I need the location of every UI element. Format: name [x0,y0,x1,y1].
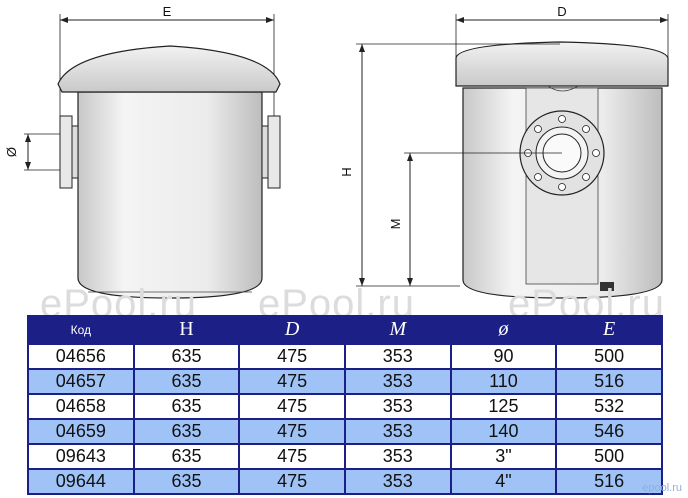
table-header-row: Код H D M ø E [27,315,663,345]
table-row: 09644 635 475 353 4" 516 [27,468,663,495]
dimension-e-label: E [163,4,172,19]
cell-d: 475 [238,443,346,470]
cell-h: 635 [132,368,241,395]
cell-diameter: 3" [449,443,558,470]
cell-m: 353 [343,468,452,495]
dimension-h-label: H [339,167,354,176]
cell-m: 353 [343,343,452,370]
cell-code: 04659 [27,418,135,445]
column-header-e: E [555,315,663,345]
cell-d: 475 [238,418,346,445]
cell-h: 635 [132,443,241,470]
cell-d: 475 [238,368,346,395]
cell-m: 353 [343,368,452,395]
cell-e: 546 [555,418,663,445]
table-row: 04659 635 475 353 140 546 [27,418,663,445]
cell-code: 04656 [27,343,135,370]
cell-code: 09643 [27,443,135,470]
cell-e: 516 [555,368,663,395]
side-view: D H [339,4,669,299]
cell-diameter: 4" [449,468,558,495]
dimension-m-label: M [388,219,403,230]
column-header-code: Код [27,315,135,345]
table-row: 04656 635 475 353 90 500 [27,343,663,370]
table-row: 04658 635 475 353 125 532 [27,393,663,420]
cell-e: 516 [555,468,663,495]
cell-code: 04657 [27,368,135,395]
cell-h: 635 [132,468,241,495]
cell-d: 475 [238,468,346,495]
cell-m: 353 [343,418,452,445]
cell-h: 635 [132,418,241,445]
cell-m: 353 [343,393,452,420]
dimension-diameter-label: Ø [4,147,19,157]
cell-h: 635 [132,393,241,420]
front-view: E Ø [4,4,281,299]
site-mark: epool.ru [642,482,682,494]
technical-drawing: E Ø D [4,4,669,299]
cell-diameter: 140 [449,418,558,445]
cell-code: 04658 [27,393,135,420]
cell-diameter: 110 [449,368,558,395]
cell-m: 353 [343,443,452,470]
table-row: 04657 635 475 353 110 516 [27,368,663,395]
cell-diameter: 90 [449,343,558,370]
column-header-d: D [238,315,346,345]
column-header-diameter: ø [450,315,557,345]
cell-h: 635 [132,343,241,370]
column-header-h: H [133,315,240,345]
cell-diameter: 125 [449,393,558,420]
dimension-d-label: D [557,4,566,19]
column-header-m: M [344,315,452,345]
cell-d: 475 [238,343,346,370]
cell-e: 500 [555,443,663,470]
cell-e: 532 [555,393,663,420]
cell-d: 475 [238,393,346,420]
cell-e: 500 [555,343,663,370]
table-row: 09643 635 475 353 3" 500 [27,443,663,470]
specification-table: Код H D M ø E 04656 635 475 353 90 500 0… [27,315,663,495]
cell-code: 09644 [27,468,135,495]
